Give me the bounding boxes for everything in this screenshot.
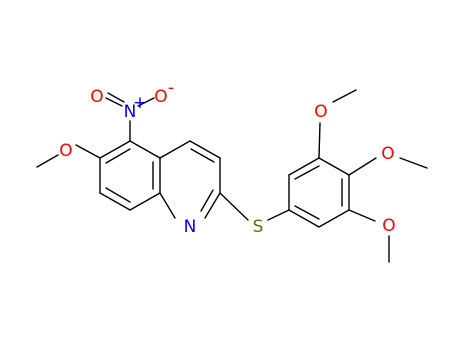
atom-n-nitro: N: [124, 102, 137, 122]
atom-o-methoxy-6: O: [59, 141, 72, 161]
atom-n-ring: N: [184, 217, 197, 237]
bond: [318, 209, 350, 228]
bond: [107, 92, 125, 103]
bond: [332, 89, 357, 103]
bond: [267, 209, 290, 221]
atom-o-nitro-right: O: [154, 87, 167, 107]
bond: [200, 189, 214, 212]
bond: [190, 148, 215, 163]
atom-o-methoxy-5: O: [382, 216, 395, 236]
bond: [219, 192, 249, 221]
bond: [318, 122, 321, 159]
bond: [348, 209, 376, 222]
bond: [75, 144, 101, 159]
bond: [348, 157, 377, 176]
bond: [318, 157, 350, 176]
bond: [105, 148, 131, 164]
bond: [129, 140, 161, 159]
atom-s: S: [253, 217, 264, 237]
bond: [294, 205, 320, 220]
bond: [159, 140, 191, 159]
bond: [288, 157, 320, 176]
atom-o-nitro-left: O: [90, 87, 103, 107]
atom-labels: O N + O - O N S O O O: [59, 78, 395, 237]
bond: [105, 187, 131, 203]
bond: [294, 165, 320, 180]
bond: [399, 157, 428, 169]
charge-plus: +: [133, 93, 147, 113]
bond: [288, 209, 320, 228]
atom-o-methoxy-3: O: [314, 102, 327, 122]
bond: [189, 140, 221, 159]
atom-o-methoxy-4: O: [381, 144, 394, 164]
bond: [204, 192, 221, 219]
bond: [36, 154, 59, 168]
bond: [105, 97, 123, 107]
bond: [137, 97, 155, 107]
bond: [99, 192, 131, 211]
charge-minus: -: [168, 78, 174, 98]
bond: [129, 192, 161, 211]
bonds: [36, 89, 428, 263]
bond: [159, 192, 176, 219]
bond: [99, 140, 131, 159]
